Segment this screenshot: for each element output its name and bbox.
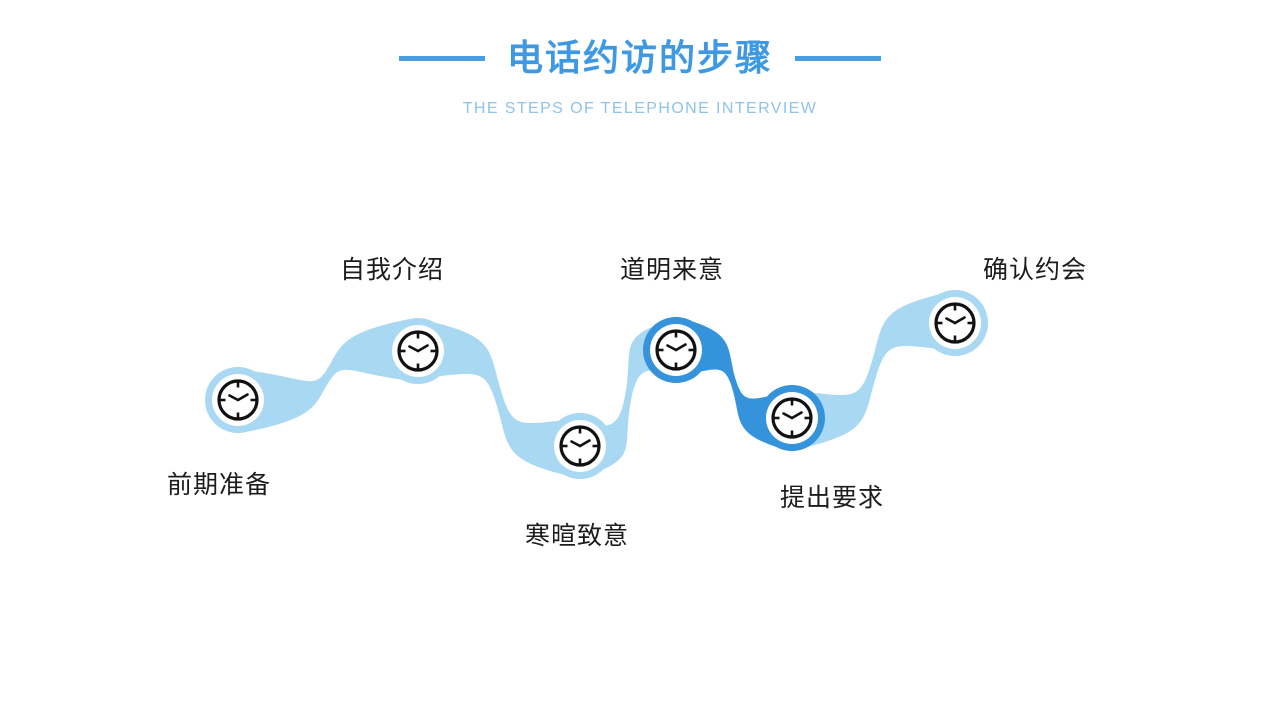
title-rule-right [795, 55, 881, 61]
step-label-6: 确认约会 [982, 257, 1088, 284]
step-label-1: 前期准备 [166, 472, 272, 499]
step-label-4: 道明来意 [619, 257, 725, 284]
ribbon-segment-1 [229, 319, 427, 432]
title-row: 电话约访的步骤 [0, 40, 1280, 76]
clock-icon [771, 397, 813, 439]
clock-icon [397, 330, 439, 372]
step-label-2: 自我介绍 [339, 257, 445, 284]
node-layer [205, 290, 988, 479]
step-node-3[interactable] [547, 413, 613, 479]
clock-icon [217, 379, 259, 421]
clock-icon [559, 425, 601, 467]
slide-header: 电话约访的步骤 THE STEPS OF TELEPHONE INTERVIEW [0, 0, 1280, 140]
step-node-2[interactable] [385, 318, 451, 384]
title-rule-left [398, 55, 485, 61]
step-node-4[interactable] [643, 317, 709, 383]
step-label-3: 寒暄致意 [524, 523, 630, 550]
page-subtitle: THE STEPS OF TELEPHONE INTERVIEW [462, 100, 818, 117]
step-node-6[interactable] [922, 290, 988, 356]
step-label-5: 提出要求 [779, 485, 885, 512]
step-node-1[interactable] [205, 367, 271, 433]
step-node-5[interactable] [759, 385, 825, 451]
clock-icon [655, 329, 697, 371]
ribbon-segment-5 [775, 294, 972, 447]
page-title: 电话约访的步骤 [506, 37, 773, 78]
clock-icon [934, 302, 976, 344]
ribbon-segment-2 [401, 322, 597, 475]
